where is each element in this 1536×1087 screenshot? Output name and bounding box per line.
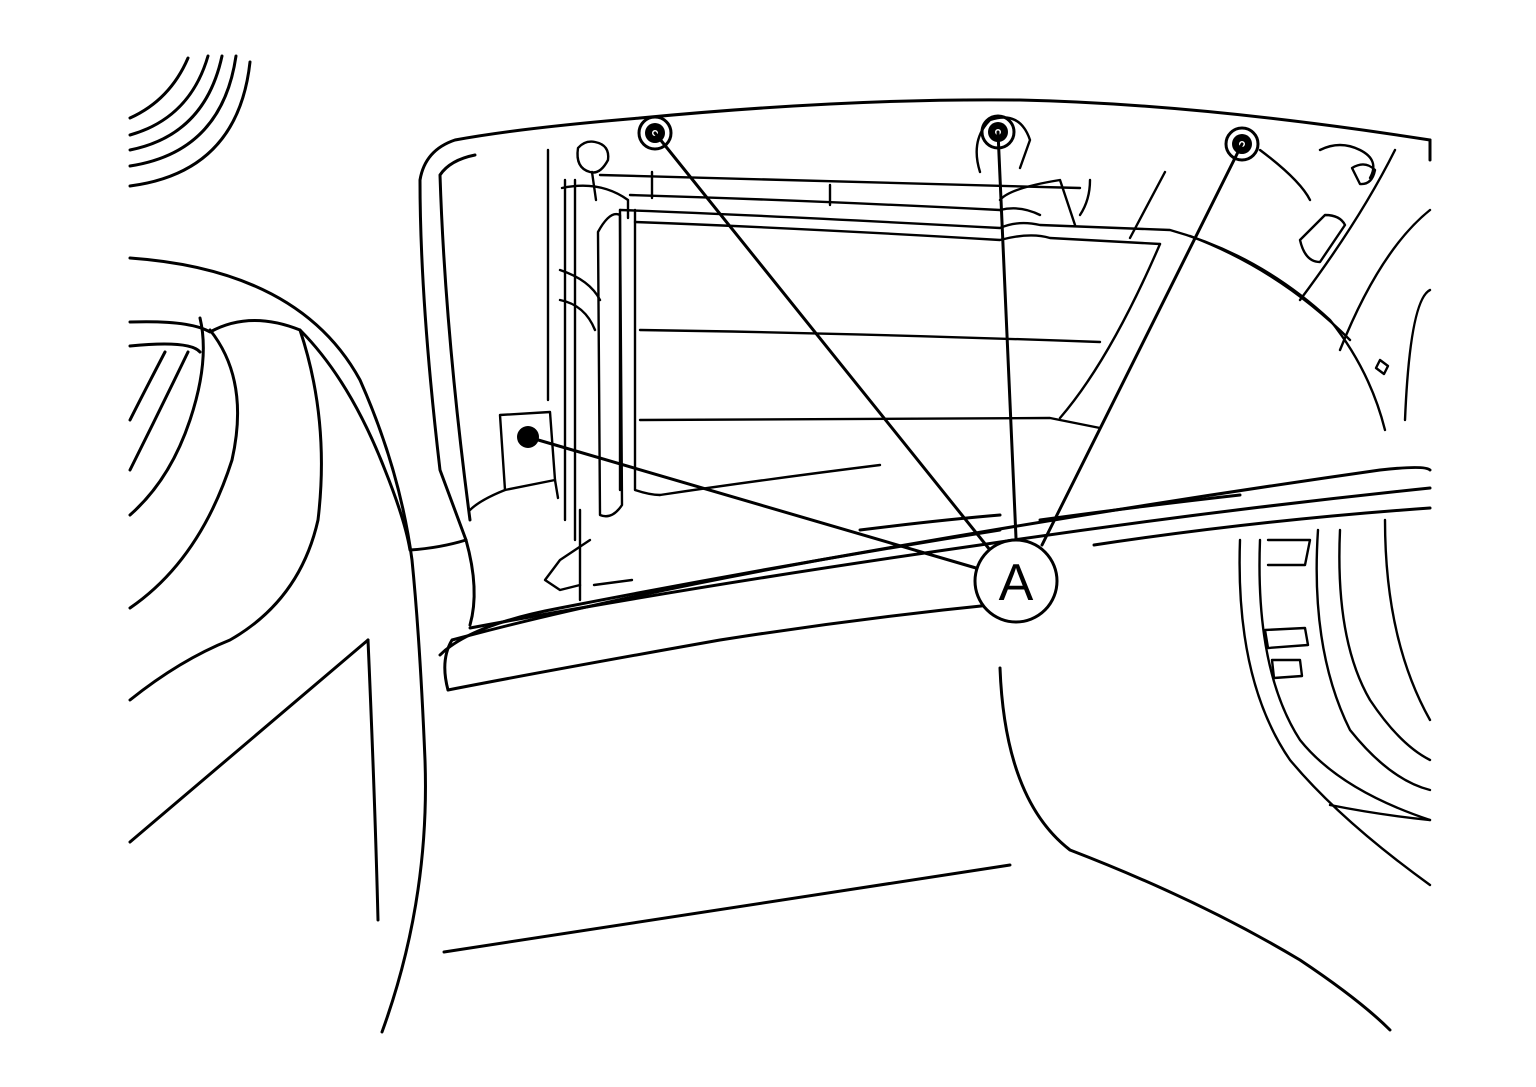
leader-line-top-center [996, 130, 1018, 540]
dashboard-opening-frame [418, 98, 1432, 542]
leader-line-top-left [653, 131, 992, 552]
callout-leaders [526, 130, 1244, 570]
leader-line-left-bracket [526, 435, 978, 570]
callout-label: A [999, 554, 1034, 612]
leader-line-top-right [1040, 142, 1244, 547]
upper-rail [598, 116, 1167, 240]
left-bolt-bracket [468, 410, 560, 512]
callout-a: A [973, 538, 1059, 624]
right-side-structure [1258, 143, 1432, 422]
left-hinge-bracket [543, 140, 634, 602]
left-console-panel [128, 256, 468, 1034]
floor-lines [442, 666, 1392, 1032]
callout-circle [973, 538, 1059, 624]
upper-left-vent-arcs [128, 54, 252, 188]
glove-box-opening-lip [438, 466, 1432, 692]
lower-right-door-panel [1238, 518, 1432, 887]
